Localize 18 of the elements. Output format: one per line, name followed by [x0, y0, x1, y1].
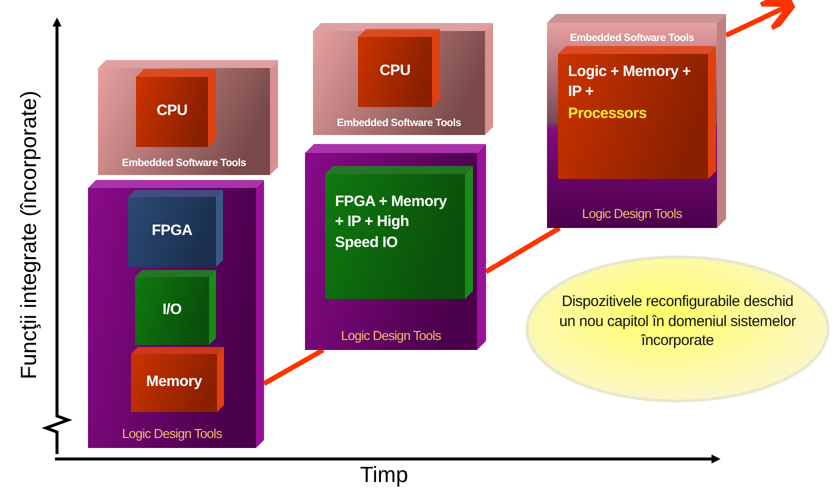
component-label: I/O [161, 301, 183, 319]
layer-label: Embedded Software Tools [336, 117, 462, 130]
trend-arrow [724, 0, 798, 38]
axis-title: Funcţii integrate (încorporate) [16, 90, 42, 382]
component-label: FPGA [150, 222, 194, 240]
axis-title: Timp [360, 462, 408, 488]
layer-label: Embedded Software Tools [120, 157, 248, 170]
callout-text: Dispozitivele reconfigurabile deschid un nou capitol în domeniul sistemelor încorporate [558, 292, 797, 350]
component-label: Processors [568, 104, 648, 124]
component-label: FPGA + Memory + IP + High Speed IO [335, 192, 447, 252]
layer-label: Embedded Software Tools [568, 32, 696, 45]
component-label: Memory [145, 373, 203, 391]
layer-label: Logic Design Tools [581, 206, 683, 222]
component-label: CPU [156, 102, 188, 120]
layer-label: Logic Design Tools [121, 426, 223, 442]
component-label: Logic + Memory + IP + [568, 62, 692, 102]
layer-label: Logic Design Tools [340, 328, 442, 344]
component-label: CPU [378, 62, 412, 80]
